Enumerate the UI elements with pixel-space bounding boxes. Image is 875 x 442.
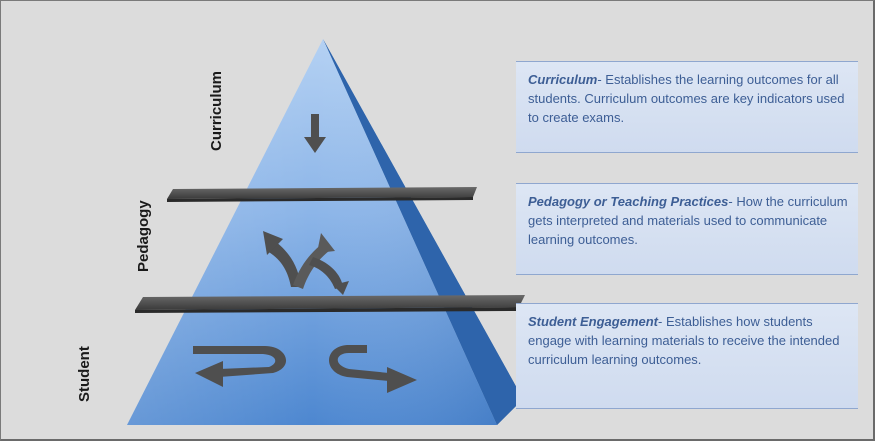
upper-divider-plate-edge (167, 197, 473, 202)
pedagogy-description-box: Pedagogy or Teaching Practices- How the … (516, 183, 858, 275)
curriculum-description-box: Curriculum- Establishes the learning out… (516, 61, 858, 153)
pedagogy-heading: Pedagogy or Teaching Practices (528, 194, 729, 209)
pyramid-front-shade (127, 39, 497, 425)
curriculum-heading: Curriculum (528, 72, 598, 87)
interweaving-arrows-icon (263, 231, 349, 295)
upper-divider-plate (167, 187, 477, 199)
student-label: Student (76, 346, 93, 402)
student-description: - Establishes how students engage with l… (528, 314, 840, 367)
left-cycle-arrow-icon (193, 346, 287, 387)
down-arrow-icon (304, 114, 326, 153)
curriculum-description: - Establishes the learning outcomes for … (528, 72, 845, 125)
student-description-box: Student Engagement- Establishes how stud… (516, 303, 858, 409)
lower-divider-plate-edge (135, 307, 519, 313)
pedagogy-label: Pedagogy (135, 200, 152, 272)
student-heading: Student Engagement (528, 314, 659, 329)
pedagogy-description: - How the curriculum gets interpreted an… (528, 194, 848, 247)
curriculum-label: Curriculum (208, 70, 225, 151)
pyramid-side-face-fill (323, 39, 523, 425)
right-cycle-arrow-icon (329, 345, 417, 393)
lower-divider-plate (135, 295, 525, 310)
